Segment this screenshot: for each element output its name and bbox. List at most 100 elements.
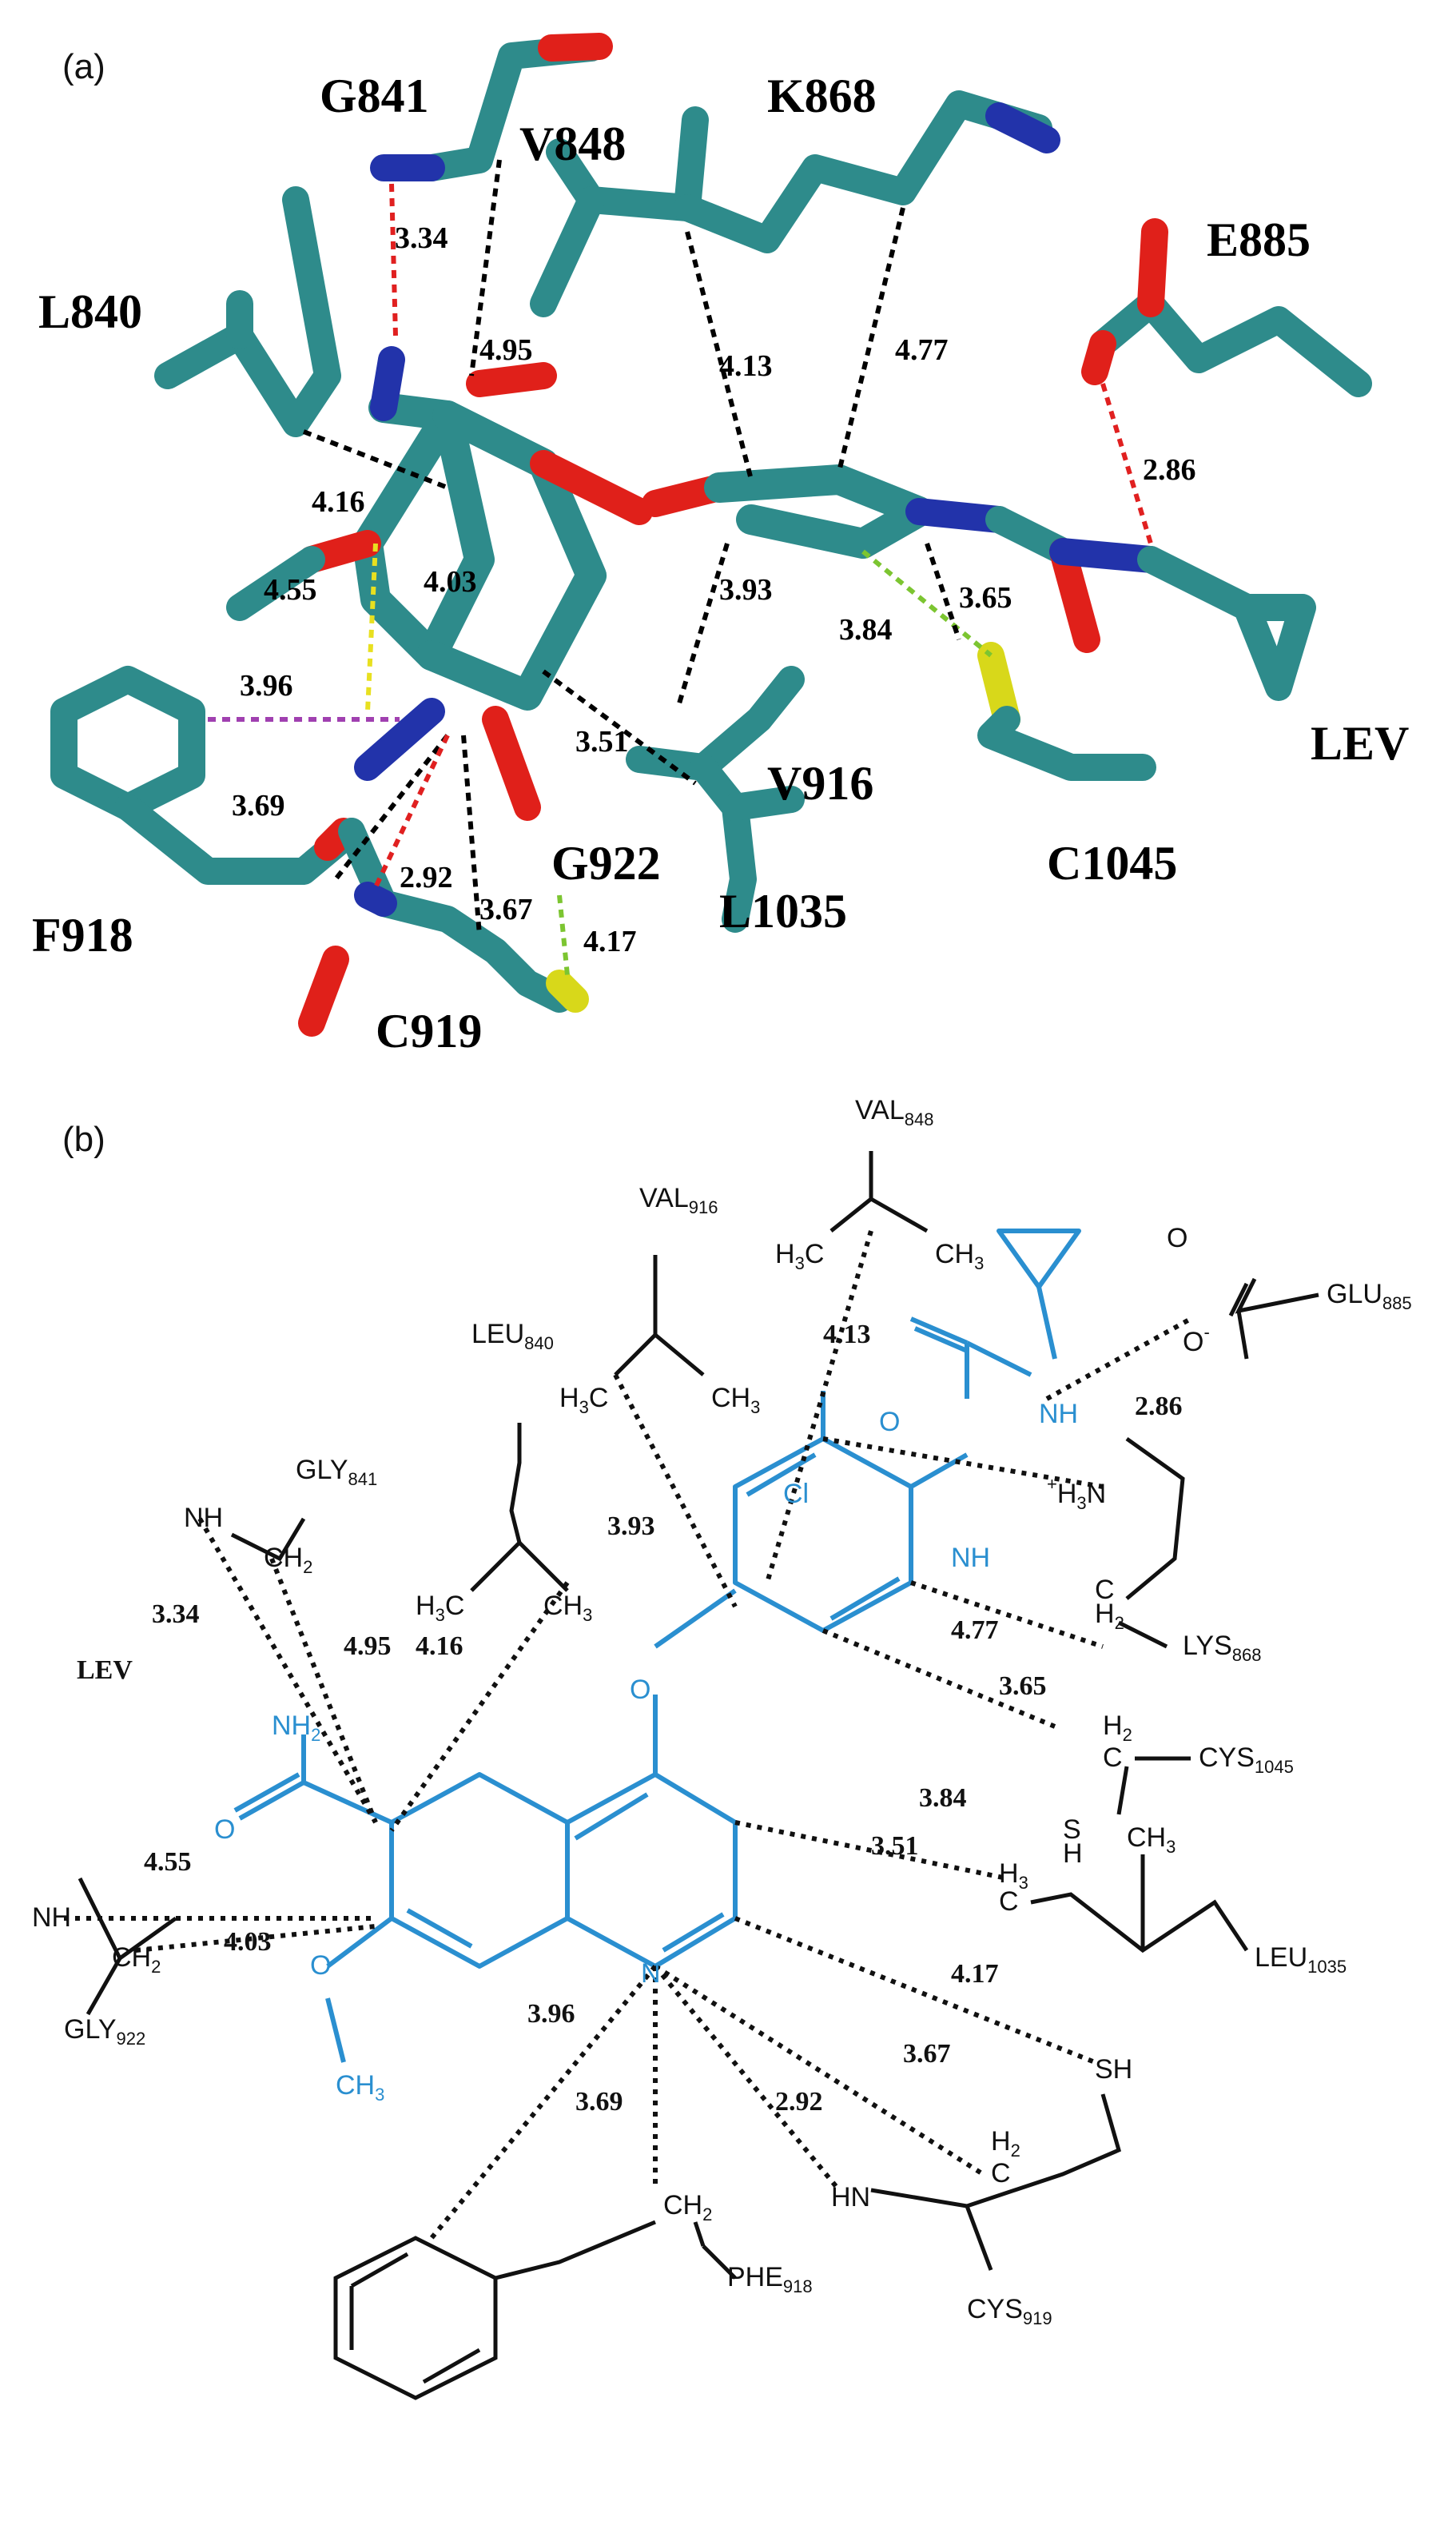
atom-nh-gly922: NH bbox=[32, 1902, 71, 1933]
b-dist-4-17: 4.17 bbox=[951, 1959, 999, 1989]
atom-nh2: NH2 bbox=[272, 1711, 320, 1745]
distance-labels: 3.34 4.95 4.13 4.77 2.86 4.16 4.03 4.55 … bbox=[232, 221, 1196, 958]
dist-3-67: 3.67 bbox=[479, 893, 533, 926]
atom-n-ring: N bbox=[641, 1958, 661, 1989]
atom-o-minus: O- bbox=[1183, 1322, 1210, 1357]
res-cys919: CYS919 bbox=[967, 2294, 1052, 2328]
b-dist-2-92: 2.92 bbox=[775, 2087, 823, 2117]
atom-ch3-val916: CH3 bbox=[711, 1383, 760, 1417]
dist-2-86: 2.86 bbox=[1143, 453, 1196, 487]
b-dist-4-77: 4.77 bbox=[951, 1615, 999, 1645]
atom-nh-urea-2: NH bbox=[951, 1543, 990, 1573]
dist-3-51: 3.51 bbox=[575, 725, 629, 759]
distance-labels-b: 4.13 2.86 3.93 3.34 4.95 4.16 4.77 3.65 … bbox=[144, 1320, 1183, 2117]
dist-2-92: 2.92 bbox=[400, 861, 453, 894]
dist-4-17: 4.17 bbox=[583, 925, 637, 958]
atom-h3c-val916: H3C bbox=[559, 1383, 608, 1417]
atom-h-cys1045: H bbox=[1063, 1838, 1083, 1869]
dist-3-34: 3.34 bbox=[395, 221, 448, 255]
dist-4-13: 4.13 bbox=[719, 349, 773, 383]
dist-4-55: 4.55 bbox=[264, 573, 317, 607]
atom-o-ether: O bbox=[630, 1675, 650, 1705]
dist-4-77: 4.77 bbox=[895, 333, 949, 367]
atom-o-methoxy: O bbox=[310, 1950, 331, 1981]
res-gly841: GLY841 bbox=[296, 1455, 377, 1489]
b-dist-4-16: 4.16 bbox=[416, 1631, 463, 1661]
label-l840: L840 bbox=[38, 285, 142, 338]
atom-o-glu: O bbox=[1167, 1223, 1187, 1253]
interaction-lines bbox=[208, 159, 1153, 976]
interaction-dots bbox=[64, 1230, 1192, 2240]
dist-3-65: 3.65 bbox=[959, 581, 1012, 615]
label-k868: K868 bbox=[767, 70, 877, 122]
residue-labels-b: VAL848 H3C CH3 VAL916 H3C CH3 LEU840 H3C… bbox=[32, 1095, 1412, 2328]
b-dist-3-69: 3.69 bbox=[575, 2087, 623, 2117]
res-phe918: PHE918 bbox=[727, 2262, 813, 2296]
residue-sticks bbox=[50, 33, 1372, 1037]
b-dist-3-93: 3.93 bbox=[607, 1511, 655, 1541]
atom-o-urea: O bbox=[879, 1407, 900, 1437]
dist-4-16: 4.16 bbox=[312, 485, 365, 519]
atom-c-cys1045: C bbox=[1103, 1742, 1123, 1773]
atom-ch3-val848: CH3 bbox=[935, 1239, 984, 1273]
atom-hn-cys919: HN bbox=[831, 2182, 870, 2212]
atom-h3n: +H3N bbox=[1047, 1474, 1106, 1513]
b-dist-2-86: 2.86 bbox=[1135, 1392, 1183, 1421]
res-leu1035: LEU1035 bbox=[1255, 1942, 1347, 1977]
dist-3-69: 3.69 bbox=[232, 789, 285, 822]
atom-h2-lys: H2 bbox=[1095, 1599, 1124, 1633]
atom-h3-leu1035: H3 bbox=[999, 1858, 1028, 1893]
atom-ch2-gly922: CH2 bbox=[112, 1942, 161, 1977]
atom-h3c-leu840: H3C bbox=[416, 1591, 464, 1625]
panel-a-3d-model: (a) bbox=[32, 33, 1409, 1057]
atom-cl: Cl bbox=[783, 1479, 809, 1509]
label-v916: V916 bbox=[767, 757, 873, 810]
dist-3-93: 3.93 bbox=[719, 573, 773, 607]
label-v848: V848 bbox=[519, 117, 626, 170]
dist-4-03: 4.03 bbox=[424, 565, 477, 599]
atom-h2-cys919: H2 bbox=[991, 2126, 1020, 2161]
label-g841: G841 bbox=[320, 70, 429, 122]
ligand-atom-labels: NH O NH Cl O NH2 O O CH3 N bbox=[214, 1399, 1078, 2105]
b-dist-3-34: 3.34 bbox=[152, 1599, 200, 1629]
res-gly922: GLY922 bbox=[64, 2014, 145, 2049]
b-dist-3-51: 3.51 bbox=[871, 1831, 919, 1861]
atom-sh-cys919: SH bbox=[1095, 2054, 1132, 2085]
dist-4-95: 4.95 bbox=[479, 333, 533, 367]
atom-o-amide: O bbox=[214, 1814, 235, 1845]
b-dist-4-95: 4.95 bbox=[344, 1631, 392, 1661]
b-dist-4-55: 4.55 bbox=[144, 1847, 192, 1877]
atom-c-lys: C bbox=[1095, 1575, 1115, 1605]
panel-b-label: (b) bbox=[62, 1120, 105, 1159]
atom-ch3-leu1035: CH3 bbox=[1127, 1822, 1176, 1857]
atom-h2-cys1045: H2 bbox=[1103, 1711, 1132, 1745]
label-f918: F918 bbox=[32, 909, 133, 962]
residue-labels: G841 V848 K868 E885 L840 LEV V916 C1045 … bbox=[32, 70, 1409, 1057]
b-dist-3-84: 3.84 bbox=[919, 1783, 967, 1813]
atom-c-cys919: C bbox=[991, 2158, 1011, 2188]
dist-3-96: 3.96 bbox=[240, 669, 293, 703]
res-val916: VAL916 bbox=[639, 1183, 718, 1217]
residue-bonds bbox=[78, 1151, 1319, 2400]
atom-nh-gly841: NH bbox=[184, 1503, 223, 1533]
atom-h3c-val848: H3C bbox=[775, 1239, 824, 1273]
dist-3-84: 3.84 bbox=[839, 613, 893, 647]
atom-ch2-phe: CH2 bbox=[663, 2190, 712, 2224]
res-val848: VAL848 bbox=[855, 1095, 933, 1129]
label-c1045: C1045 bbox=[1047, 837, 1177, 890]
res-glu885: GLU885 bbox=[1327, 1279, 1412, 1313]
atom-ch3-leu840: CH3 bbox=[543, 1591, 592, 1625]
ligand-bonds bbox=[233, 1229, 1081, 2063]
b-dist-4-03: 4.03 bbox=[224, 1927, 272, 1957]
atom-s-cys1045: S bbox=[1063, 1814, 1081, 1845]
b-dist-4-13: 4.13 bbox=[823, 1320, 871, 1349]
res-cys1045: CYS1045 bbox=[1199, 1742, 1294, 1777]
label-g922: G922 bbox=[551, 837, 661, 890]
res-leu840: LEU840 bbox=[471, 1319, 554, 1353]
label-c919: C919 bbox=[376, 1005, 482, 1057]
atom-ch2-gly841: CH2 bbox=[264, 1543, 312, 1577]
lev-label: LEV bbox=[77, 1655, 133, 1685]
res-lys868: LYS868 bbox=[1183, 1631, 1261, 1665]
atom-nh-urea: NH bbox=[1039, 1399, 1078, 1429]
atom-ch3-methoxy: CH3 bbox=[336, 2070, 384, 2105]
